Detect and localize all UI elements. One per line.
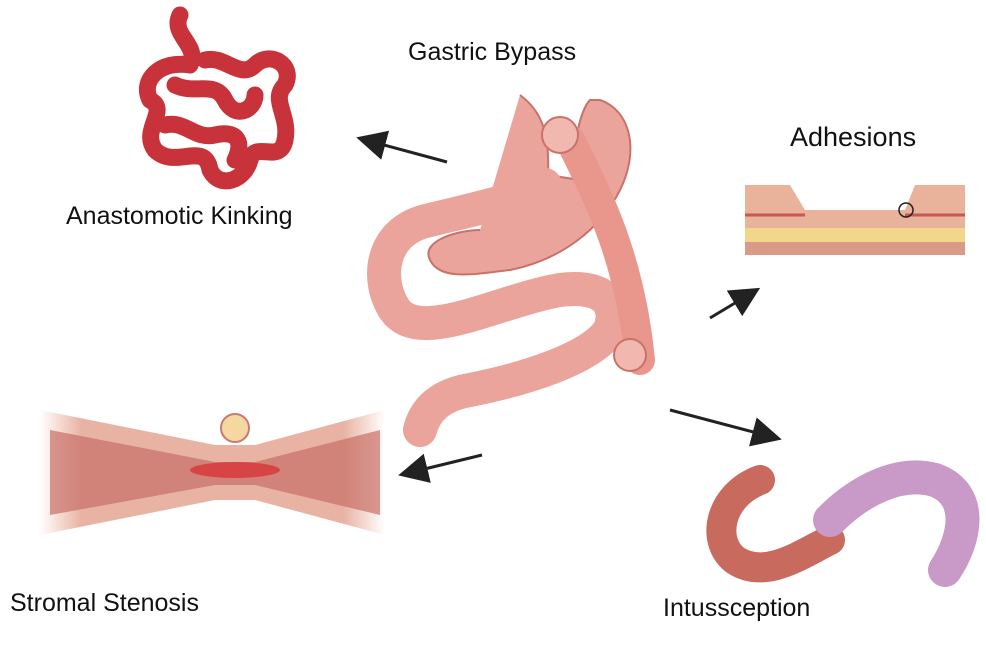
arrow-to-kinking (356, 130, 448, 164)
label-intussusception: Intussception (663, 594, 811, 622)
kinked-intestine-image (138, 6, 296, 190)
label-anastomotic-kinking: Anastomotic Kinking (66, 202, 293, 230)
stenosis-image (40, 410, 385, 535)
gastric-bypass-image (367, 94, 655, 447)
label-gastric-bypass: Gastric Bypass (408, 38, 577, 66)
label-stromal-stenosis: Stromal Stenosis (10, 589, 199, 617)
adhesions-image (745, 185, 965, 255)
intussusception-image (706, 460, 980, 587)
arrow-to-intussusception (669, 408, 782, 447)
arrow-to-stenosis (398, 453, 483, 483)
arrow-to-adhesions (709, 287, 761, 320)
label-adhesions: Adhesions (790, 122, 917, 152)
